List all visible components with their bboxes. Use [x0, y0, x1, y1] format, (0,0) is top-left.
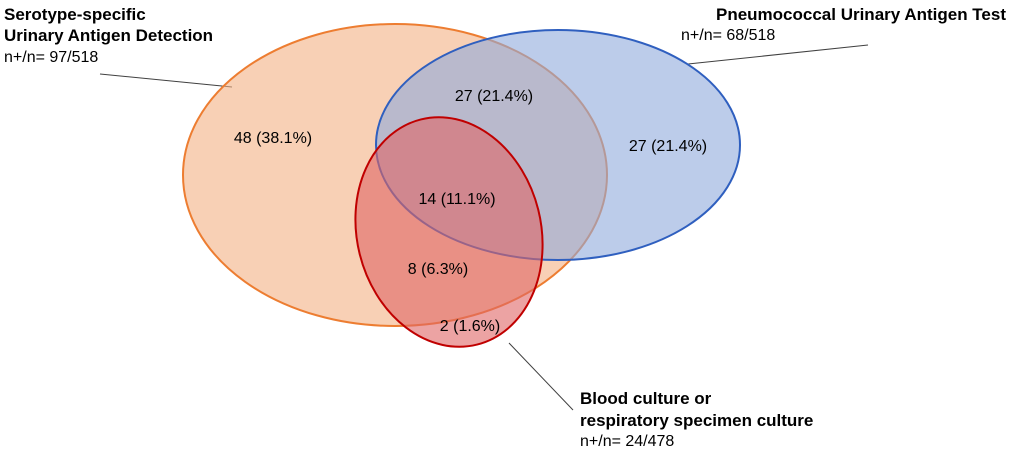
region-uad-and-uat: 27 (21.4%): [455, 88, 533, 105]
pneumococcal-uat-leader-line: [687, 44, 869, 65]
region-uad-only: 48 (38.1%): [234, 130, 312, 147]
region-uad-and-culture: 8 (6.3%): [408, 261, 468, 278]
culture-ellipse: [354, 116, 544, 348]
culture-leader-line: [508, 342, 574, 411]
region-uat-only: 27 (21.4%): [629, 138, 707, 155]
region-all-three: 14 (11.1%): [418, 191, 495, 208]
pneumococcal-uat-count: n+/n= 68/518: [681, 27, 775, 44]
culture-name-line-2: respiratory specimen culture: [580, 411, 813, 430]
pneumococcal-uat-name: Pneumococcal Urinary Antigen Test: [716, 5, 1006, 24]
culture-name-line-1: Blood culture or: [580, 389, 712, 408]
culture-count: n+/n= 24/478: [580, 433, 674, 450]
serotype-uad-count: n+/n= 97/518: [4, 49, 98, 66]
region-culture-only: 2 (1.6%): [440, 318, 500, 335]
serotype-uad-leader-line: [99, 73, 233, 88]
serotype-uad-name-line-1: Serotype-specific: [4, 5, 146, 24]
serotype-uad-name-line-2: Urinary Antigen Detection: [4, 26, 213, 45]
